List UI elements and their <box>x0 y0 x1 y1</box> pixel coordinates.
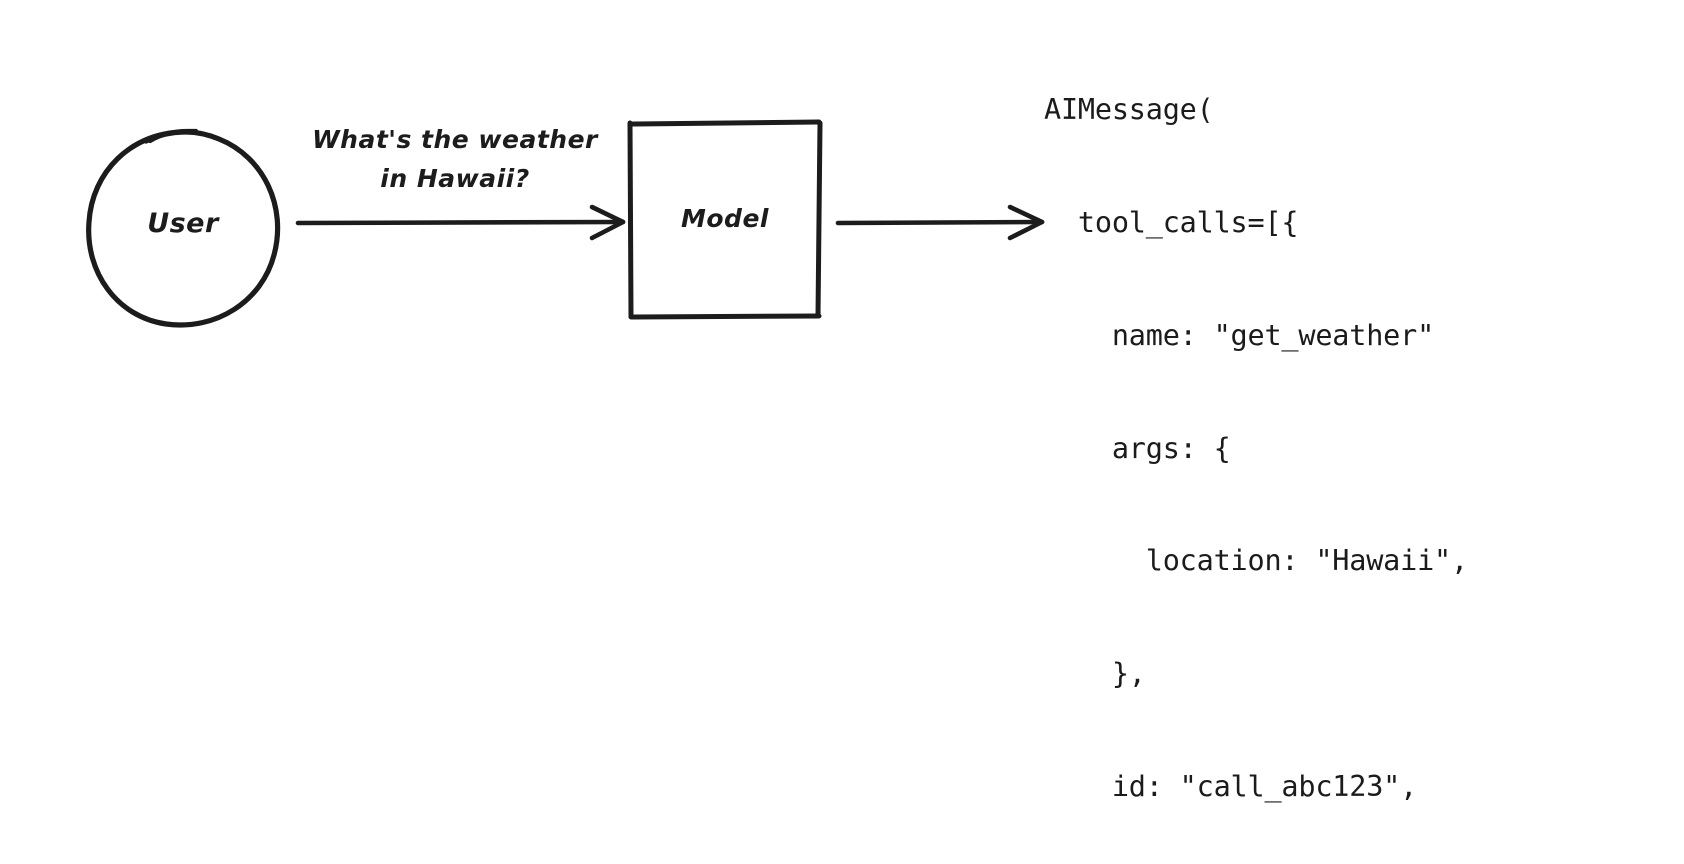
diagram-canvas: User Model What's the weather in Hawaii?… <box>86 93 1468 803</box>
edge-label-line-2: in Hawaii? <box>380 164 530 193</box>
edge-label-line-1: What's the weather <box>312 125 598 154</box>
user-node-label: User <box>147 208 219 239</box>
edge-label-user-to-model: What's the weather in Hawaii? <box>290 120 620 198</box>
code-line: id: "call_abc123", <box>1044 769 1418 803</box>
code-line: name: "get_weather" <box>1044 318 1435 352</box>
code-line: }, <box>1044 657 1146 691</box>
arrow-model-to-output <box>835 204 1045 241</box>
code-line: tool_calls=[{ <box>1044 205 1299 239</box>
code-line: args: { <box>1044 431 1231 465</box>
ai-message-code-block: AIMessage( tool_calls=[{ name: "get_weat… <box>1044 16 1468 864</box>
code-line: AIMessage( <box>1044 93 1214 127</box>
model-node-label: Model <box>681 204 769 233</box>
code-line: location: "Hawaii", <box>1044 544 1468 578</box>
